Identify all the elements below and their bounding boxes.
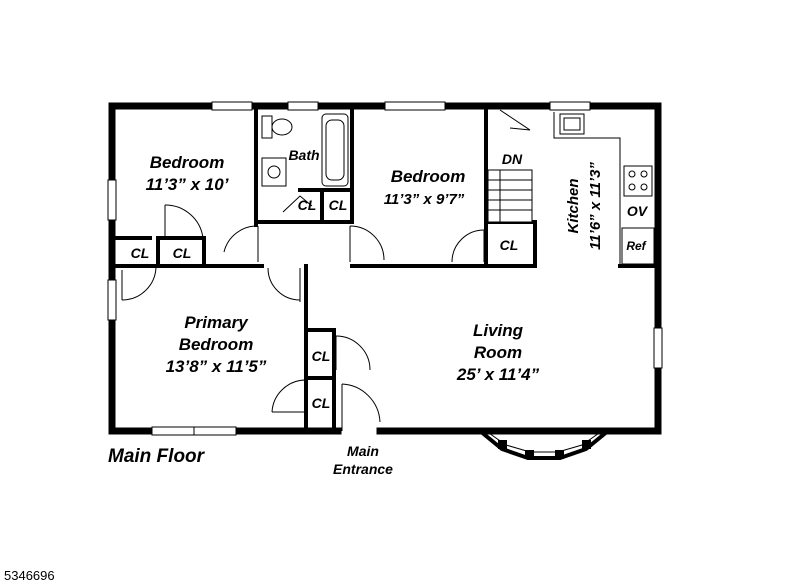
fixture-labels: CL CL CL CL CL CL CL DN OV Ref — [131, 151, 649, 411]
windows — [107, 101, 663, 436]
primary-name2: Bedroom — [179, 335, 254, 354]
room-labels: Bedroom 11’3” x 10’ Bath Bedroom 11’3” x… — [146, 147, 604, 384]
kitchen-fixtures — [553, 112, 655, 266]
closet-label-6: CL — [312, 348, 331, 364]
closet-label-3: CL — [298, 197, 317, 213]
oven-label: OV — [627, 203, 649, 219]
living-name1: Living — [473, 321, 524, 340]
bedroom2-name: Bedroom — [391, 167, 466, 186]
bedroom1-name: Bedroom — [150, 153, 225, 172]
bath-name: Bath — [288, 147, 319, 163]
bath-fixtures — [261, 113, 349, 187]
fridge-label: Ref — [626, 239, 646, 253]
primary-name1: Primary — [184, 313, 249, 332]
bay-window — [477, 428, 611, 460]
bedroom2-dims: 11’3” x 9’7” — [384, 191, 465, 208]
entrance-label-1: Main — [347, 443, 379, 459]
kitchen-name: Kitchen — [565, 178, 582, 233]
doors — [121, 109, 531, 431]
closet-label-1: CL — [131, 245, 150, 261]
entrance-label-2: Entrance — [333, 461, 393, 477]
closet-label-4: CL — [329, 197, 348, 213]
stairs — [487, 169, 533, 223]
closet-label-2: CL — [173, 245, 192, 261]
interior-walls — [110, 104, 660, 433]
bedroom1-dims: 11’3” x 10’ — [146, 175, 229, 194]
living-dims: 25’ x 11’4” — [456, 365, 540, 384]
closet-label-5: CL — [500, 237, 519, 253]
listing-id: 5346696 — [4, 568, 55, 583]
kitchen-dims: 11’6” x 11’3” — [587, 162, 604, 250]
living-name2: Room — [474, 343, 522, 362]
stairs-down-label: DN — [502, 151, 523, 167]
closet-label-7: CL — [312, 395, 331, 411]
primary-dims: 13’8” x 11’5” — [166, 357, 267, 376]
floor-title: Main Floor — [108, 446, 206, 467]
